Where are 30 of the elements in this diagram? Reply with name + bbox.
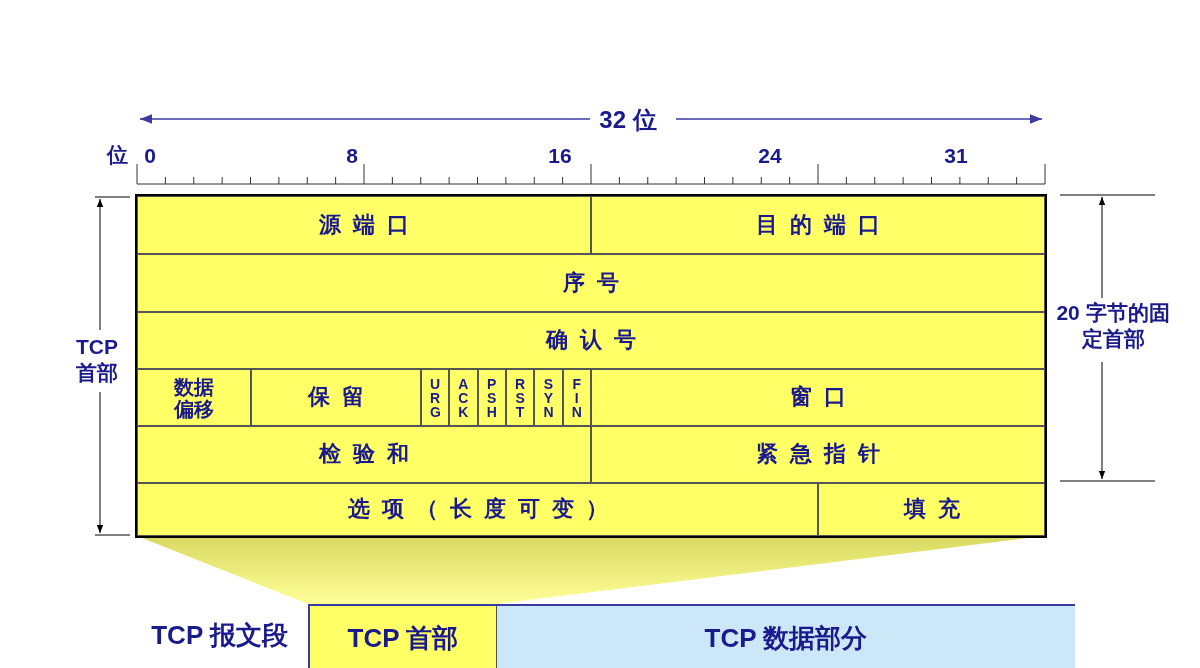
dimension-label: 32 位 xyxy=(599,106,657,135)
header-field-cell: 目的端口 xyxy=(591,196,1045,254)
bit-number: 31 xyxy=(944,143,968,169)
header-field-cell: 选项（长度可变） xyxy=(137,483,818,536)
header-field-cell: 序号 xyxy=(137,254,1045,312)
flag-cell: SYN xyxy=(534,369,563,426)
dimension-label: TCP 首部 xyxy=(75,334,119,387)
axis-label: 位 xyxy=(106,142,128,168)
bit-number: 8 xyxy=(346,143,358,169)
segment-bar xyxy=(308,604,1075,668)
bit-number: 16 xyxy=(548,143,572,169)
bit-number: 24 xyxy=(758,143,782,169)
header-field-cell: 源端口 xyxy=(137,196,591,254)
bit-number: 0 xyxy=(144,143,156,169)
header-field-cell: 检验和 xyxy=(137,426,591,483)
header-field-cell: 数据偏移 xyxy=(137,369,251,426)
flag-cell: URG xyxy=(420,369,450,426)
dimension-label: 20 字节的固定首部 xyxy=(1055,300,1171,353)
header-field-cell: 填充 xyxy=(818,483,1045,536)
header-field-cell: 窗口 xyxy=(591,369,1045,426)
flag-cell: FIN xyxy=(562,369,591,426)
flag-cell: ACK xyxy=(449,369,478,426)
flag-cell: RST xyxy=(505,369,535,426)
flag-cell: PSH xyxy=(477,369,506,426)
data-segment: TCP 数据部分 xyxy=(497,606,1075,668)
header-segment: TCP 首部 xyxy=(310,606,497,668)
header-field-cell: 确认号 xyxy=(137,312,1045,369)
header-field-cell: 紧急指针 xyxy=(591,426,1045,483)
caption-label: TCP 报文段 xyxy=(151,620,288,652)
header-field-cell: 保留 xyxy=(250,369,421,426)
